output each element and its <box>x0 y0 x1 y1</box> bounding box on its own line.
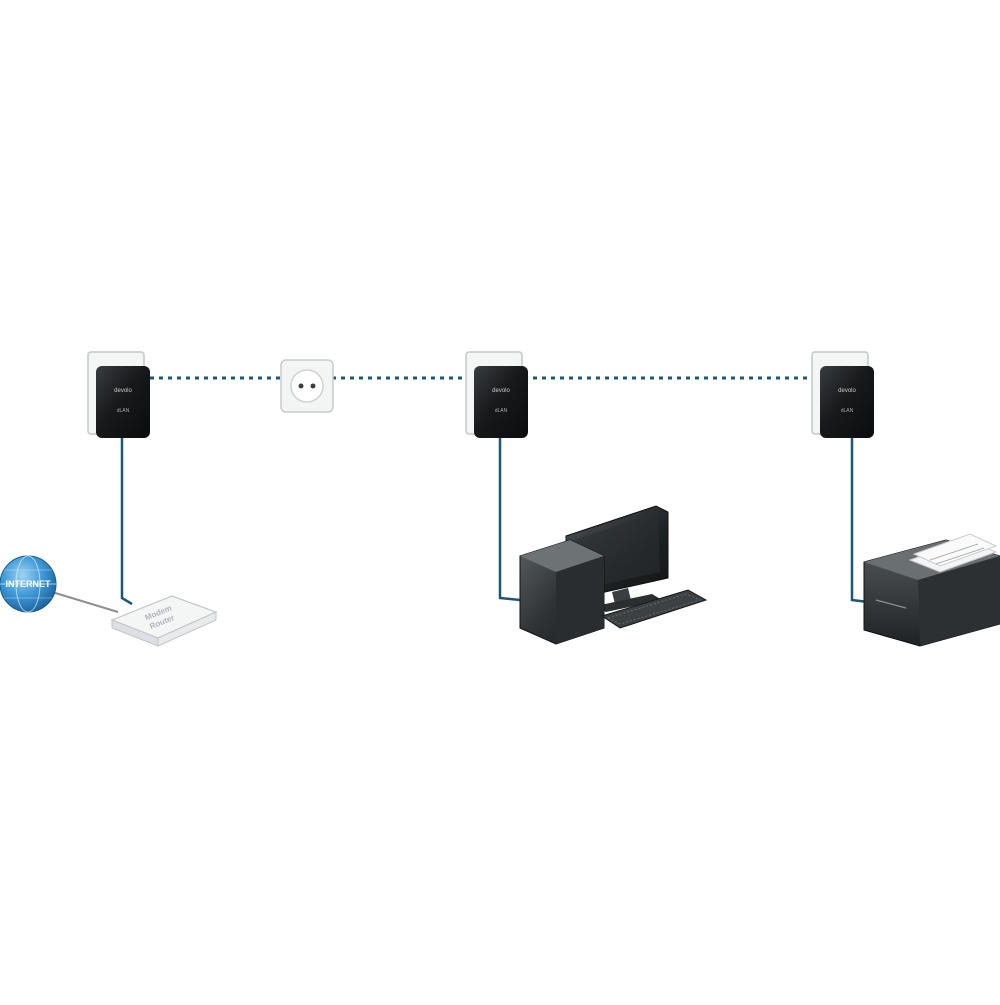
internet-globe-icon: INTERNET <box>0 555 57 613</box>
cable-adapter3-printer <box>850 438 869 604</box>
adapter-body <box>474 366 528 438</box>
adapter-model-label: dLAN <box>495 408 508 414</box>
powerline-adapter-3: devolo dLAN <box>811 351 874 438</box>
adapter-brand-label: devolo <box>838 388 856 394</box>
adapter-brand-label: devolo <box>492 388 510 394</box>
internet-label: INTERNET <box>6 579 52 589</box>
ethernet-cables <box>51 438 869 613</box>
keyboard <box>600 589 708 629</box>
adapter-model-label: dLAN <box>117 408 130 414</box>
powerline-adapter-1: devolo dLAN <box>87 351 150 438</box>
desktop-computer-icon <box>519 505 708 645</box>
adapter-brand-label: devolo <box>114 388 132 394</box>
printer-icon <box>863 533 1000 647</box>
cable-internet-router <box>51 591 119 613</box>
adapter-body <box>820 366 874 438</box>
adapter-body <box>96 366 150 438</box>
powerline-adapter-2: devolo dLAN <box>465 351 528 438</box>
cable-adapter2-pc <box>498 438 521 602</box>
cable-adapter1-router <box>120 438 133 606</box>
modem-router-icon: Modem Router <box>110 595 218 647</box>
wall-socket-icon <box>280 359 334 413</box>
adapter-model-label: dLAN <box>841 408 854 414</box>
